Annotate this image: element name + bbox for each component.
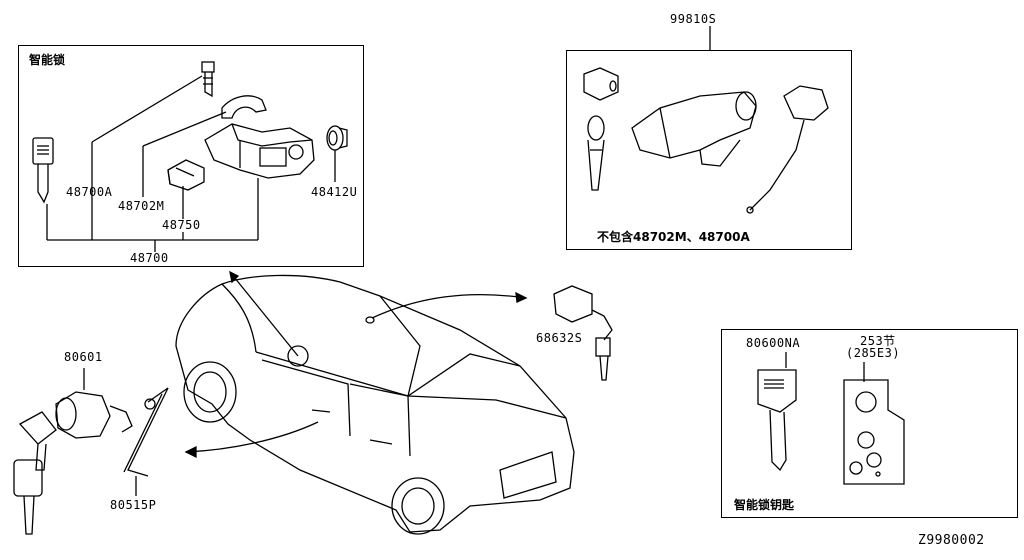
kit-ignition-switch-drawing: [746, 85, 829, 214]
door-cylinder-68632s-drawing: [553, 285, 613, 381]
rod-80515p-drawing: [123, 387, 169, 477]
part-label-48412u: 48412U: [311, 185, 358, 199]
part-label-80601: 80601: [64, 350, 103, 364]
bolt-drawing: [201, 61, 215, 98]
part-label-48700: 48700: [130, 251, 169, 265]
car-drawing: [175, 274, 575, 535]
smart-lock-panel: 智能锁: [18, 45, 364, 267]
part-label-99810s: 99810S: [670, 12, 717, 26]
smart-key-panel-title: 智能锁钥匙: [734, 498, 795, 512]
part-label-48702m: 48702M: [118, 199, 165, 213]
key-blank-80600na-drawing: [757, 369, 797, 472]
part-label-80515p: 80515P: [110, 498, 157, 512]
part-label-48750: 48750: [162, 218, 201, 232]
kit-key-drawing: [587, 115, 605, 191]
kit-steering-lock-drawing: [631, 91, 757, 167]
smart-lock-panel-title: 智能锁: [29, 53, 66, 67]
bracket-drawing: [221, 95, 267, 119]
smart-key-fob-drawing: [843, 379, 905, 485]
diagram-id: Z9980002: [918, 533, 985, 548]
part-label-68632s: 68632S: [536, 331, 583, 345]
kit-99810s-panel: 不包含48702M、48700A: [566, 50, 852, 250]
kit-cylinder-drawing: [583, 67, 619, 101]
steering-lock-drawing: [204, 123, 315, 179]
kit-note: 不包含48702M、48700A: [597, 230, 750, 244]
smart-key-panel: 智能锁钥匙: [721, 329, 1018, 518]
part-label-253: 253节: [860, 334, 896, 348]
key-blank-drawing: [32, 137, 54, 204]
lock-cylinder-drawing: [167, 159, 205, 191]
part-label-285e3: (285E3): [846, 346, 901, 360]
part-label-48700a: 48700A: [66, 185, 113, 199]
part-label-80600na: 80600NA: [746, 336, 801, 350]
door-lock-80601-drawing: [13, 391, 133, 535]
